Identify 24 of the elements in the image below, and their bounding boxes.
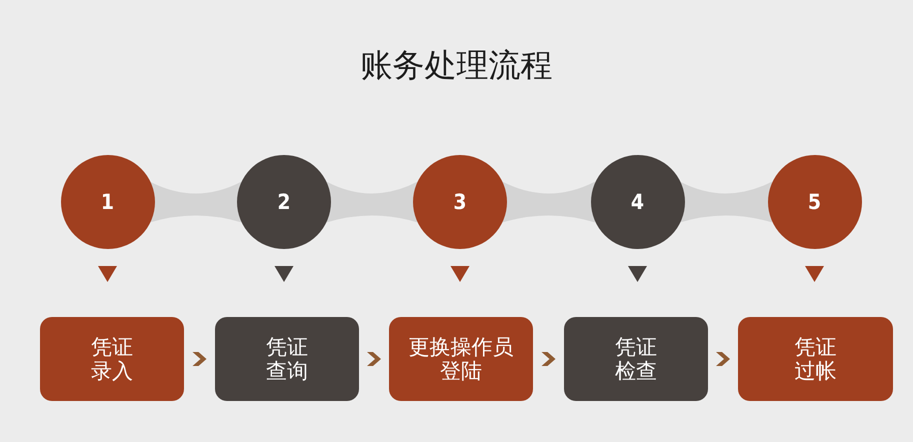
- chevron-arrow: [367, 352, 381, 366]
- process-box: 凭证录入: [40, 317, 184, 401]
- triangle-arrow: [274, 266, 294, 282]
- connector-band: [326, 182, 418, 222]
- process-box: 凭证查询: [215, 317, 359, 401]
- triangle-arrow: [98, 266, 117, 282]
- step-circle: 5: [768, 155, 862, 249]
- process-box: 凭证过帐: [738, 317, 893, 401]
- title: 账务处理流程: [360, 47, 552, 83]
- connector-band: [502, 182, 596, 222]
- chevron-arrow: [542, 352, 556, 366]
- connector-band: [680, 182, 772, 222]
- step-circle: 3: [413, 155, 507, 249]
- step-circle: 4: [590, 155, 684, 249]
- triangle-arrow: [805, 266, 824, 282]
- step-circle: 1: [60, 155, 154, 249]
- process-box: 更换操作员登陆: [389, 317, 533, 401]
- connector-band: [150, 182, 242, 222]
- step-circle: 2: [237, 155, 331, 249]
- chevron-arrow: [192, 352, 206, 366]
- triangle-arrow: [450, 266, 470, 282]
- triangle-arrow: [628, 266, 647, 282]
- chevron-arrow: [716, 352, 730, 366]
- process-box: 凭证检查: [564, 317, 708, 401]
